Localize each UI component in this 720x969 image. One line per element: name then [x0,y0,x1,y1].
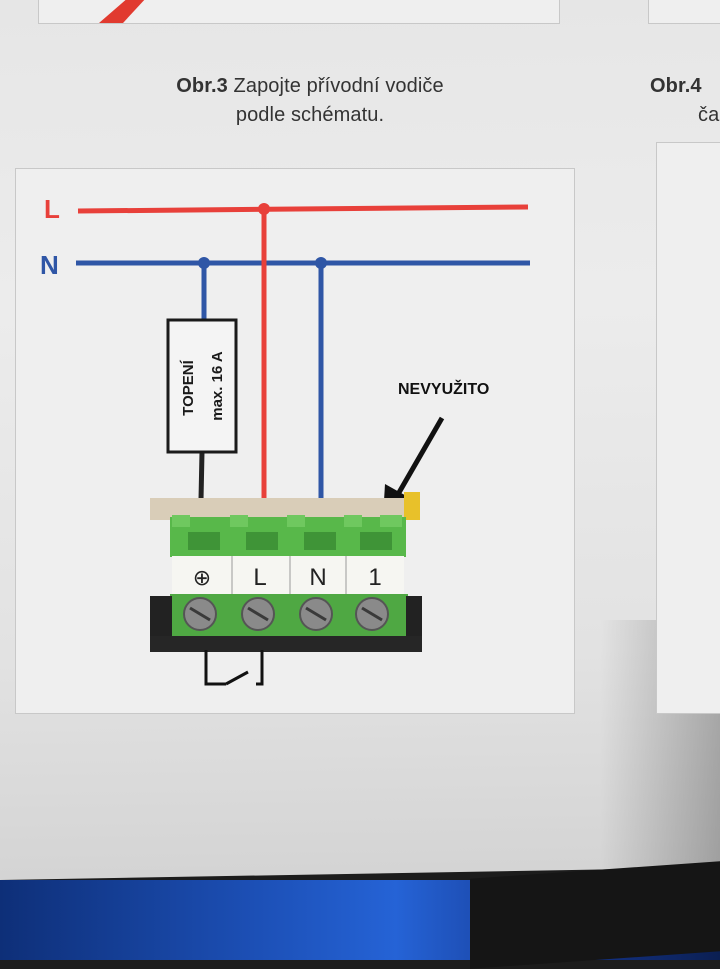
pcb-background [150,498,420,520]
caption-text-line2: podle schématu. [235,104,385,126]
terminal-label-1: 1 [368,564,381,591]
next-figure-number: Obr.4 [650,75,702,97]
figure-number: Obr.3 [176,75,228,97]
terminal-label-n: N [309,564,326,591]
next-figure-caption: Obr.4 ča [650,72,720,130]
terminal-screw-n [299,597,333,631]
pcb-edge-right [406,596,422,648]
previous-figure-panel-left [38,0,560,24]
terminal-label-l: L [253,564,266,591]
next-caption-fragment: ča [698,104,720,126]
red-corner-mark [99,0,145,23]
previous-figure-panel-right [648,0,720,24]
yellow-component [404,492,420,520]
relay-contact-symbol [204,650,264,686]
pcb-bottom-edge [150,636,422,652]
caption-text-line1: Zapojte přívodní vodiče [233,75,444,97]
unused-terminal-label: NEVYUŽITO [398,379,489,398]
line-l-label: L [44,194,60,224]
terminal-screw-l [241,597,275,631]
pcb-edge-left [150,596,172,638]
load-label-heating: TOPENÍ [180,359,197,415]
figure-caption: Obr.3 Zapojte přívodní vodiče podle sché… [110,72,510,130]
terminal-block: ⊕ L N 1 [150,515,422,652]
terminal-label-heating: ⊕ [193,566,211,591]
terminal-screw-heating [183,597,217,631]
heating-load-box [166,318,238,454]
live-line [77,204,529,214]
unused-arrow-shaft [394,416,445,498]
next-figure-panel [656,142,720,714]
load-label-max-current: max. 16 A [209,351,226,421]
terminal-screw-1 [355,597,389,631]
terminal-label-strip [172,556,404,594]
line-n-label: N [40,250,59,280]
